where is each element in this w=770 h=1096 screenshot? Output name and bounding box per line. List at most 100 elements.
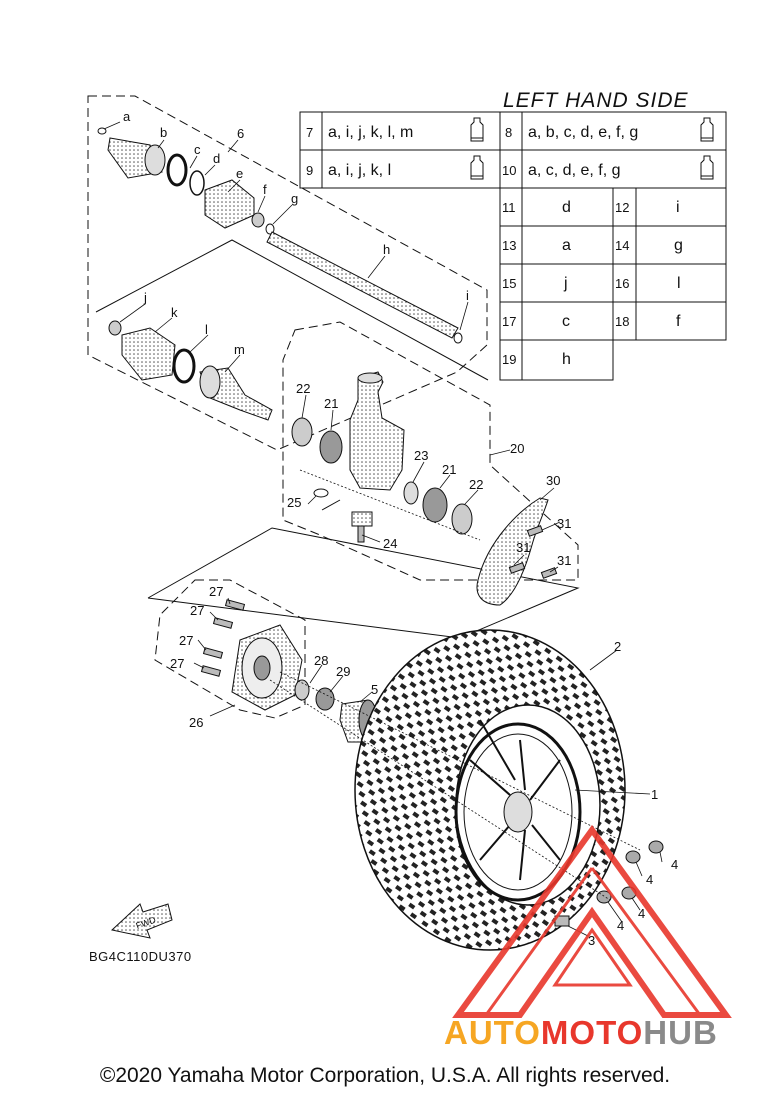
callout-label: 4	[617, 918, 624, 933]
callout-label: 3	[588, 933, 595, 948]
knuckle-assembly-outline	[282, 321, 579, 581]
grease-tube-icon	[470, 117, 714, 180]
drive-shaft	[266, 231, 459, 339]
hub-bolt	[200, 599, 246, 677]
tire	[354, 629, 626, 951]
callout-label: 1	[651, 787, 658, 802]
callout-label: 26	[189, 715, 203, 730]
map-value: j	[563, 275, 568, 292]
callout-label: 6	[237, 126, 244, 141]
callout-label: b	[160, 125, 167, 140]
oil-seal-left	[291, 417, 313, 447]
callout-label: 28	[314, 653, 328, 668]
callout-label: 22	[296, 381, 310, 396]
callout-label: 20	[510, 441, 524, 456]
kit-num: 8	[505, 125, 512, 140]
callout-label: 31	[557, 516, 571, 531]
hub-plane	[147, 527, 580, 639]
callout-label: 29	[336, 664, 350, 679]
wheel-rim	[454, 719, 582, 902]
callout-label: 27	[179, 633, 193, 648]
map-value: f	[676, 313, 681, 330]
kit-table	[299, 111, 727, 381]
kit-parts: a, b, c, d, e, f, g	[528, 124, 638, 141]
callout-label: 27	[209, 584, 223, 599]
callout-label: 22	[469, 477, 483, 492]
map-num: 13	[502, 238, 516, 253]
cv-joint-inner	[199, 365, 273, 421]
callout-label: 27	[170, 656, 184, 671]
map-value: c	[562, 313, 570, 330]
callout-label: 30	[546, 473, 560, 488]
callout-label: 2	[614, 639, 621, 654]
callout-label: j	[143, 290, 147, 305]
callout-label: 27	[190, 603, 204, 618]
knuckle-plane	[321, 499, 341, 511]
shaft-plane	[95, 239, 489, 381]
small-circlip	[313, 488, 329, 498]
kit-num: 7	[306, 125, 313, 140]
shaft-end-clip	[453, 332, 463, 344]
map-num: 15	[502, 276, 516, 291]
hub-assembly-outline	[154, 579, 306, 719]
kit-num: 10	[502, 163, 516, 178]
inner-band	[108, 320, 122, 336]
map-value: h	[562, 351, 571, 368]
callout-label: d	[213, 151, 220, 166]
steering-knuckle	[349, 371, 405, 491]
kit-num: 9	[306, 163, 313, 178]
bearing-right	[422, 487, 448, 523]
callout-label: 21	[442, 462, 456, 477]
callout-label: 31	[516, 540, 530, 555]
map-num: 17	[502, 314, 516, 329]
callout-label: f	[263, 182, 267, 197]
callout-label: 21	[324, 396, 338, 411]
fwd-arrow-icon: FWD	[110, 903, 173, 939]
callout-label: c	[194, 142, 201, 157]
kit-parts: a, c, d, e, f, g	[528, 162, 621, 179]
cv-joint-outer	[97, 127, 166, 179]
callout-label: k	[171, 305, 178, 320]
callout-label: 4	[671, 857, 678, 872]
bearing-left	[319, 430, 343, 464]
inner-boot	[121, 327, 176, 381]
map-num: 16	[615, 276, 629, 291]
ball-joint	[351, 511, 373, 543]
side-title: LEFT HAND SIDE	[503, 89, 689, 112]
callout-label: 4	[646, 872, 653, 887]
boot	[204, 179, 255, 229]
circlip	[189, 170, 205, 196]
callout-label: 31	[557, 553, 571, 568]
map-num: 11	[502, 200, 516, 215]
kit-parts: a, i, j, k, l	[328, 162, 391, 179]
diagram-code: BG4C110DU370	[89, 949, 192, 964]
watermark-text: AUTOMOTOHUB	[444, 1014, 718, 1051]
callout-label: l	[205, 322, 208, 337]
brake-disc	[476, 497, 549, 606]
callout-label: g	[291, 191, 298, 206]
map-value: l	[677, 275, 681, 292]
oil-seal-right	[451, 503, 473, 535]
small-ring	[265, 223, 275, 235]
callout-label: 25	[287, 495, 301, 510]
map-num: 19	[502, 352, 516, 367]
callout-label: 5	[371, 682, 378, 697]
clamp-band	[166, 153, 188, 187]
inner-band-large	[172, 348, 196, 384]
kit-parts: a, i, j, k, l, m	[328, 124, 413, 141]
map-value: a	[562, 237, 571, 254]
map-value: i	[676, 199, 680, 216]
callout-label: i	[466, 288, 469, 303]
map-num: 12	[615, 200, 629, 215]
watermark-logo	[452, 824, 732, 1018]
callout-label: a	[123, 109, 131, 124]
copyright: ©2020 Yamaha Motor Corporation, U.S.A. A…	[99, 1064, 671, 1087]
callout-label: e	[236, 166, 243, 181]
circlip-right	[403, 481, 419, 505]
wheel-hub	[231, 624, 303, 711]
callout-label: m	[234, 342, 245, 357]
drive-shaft-assembly-outline	[87, 95, 488, 451]
map-num: 18	[615, 314, 629, 329]
callout-label: 4	[638, 906, 645, 921]
